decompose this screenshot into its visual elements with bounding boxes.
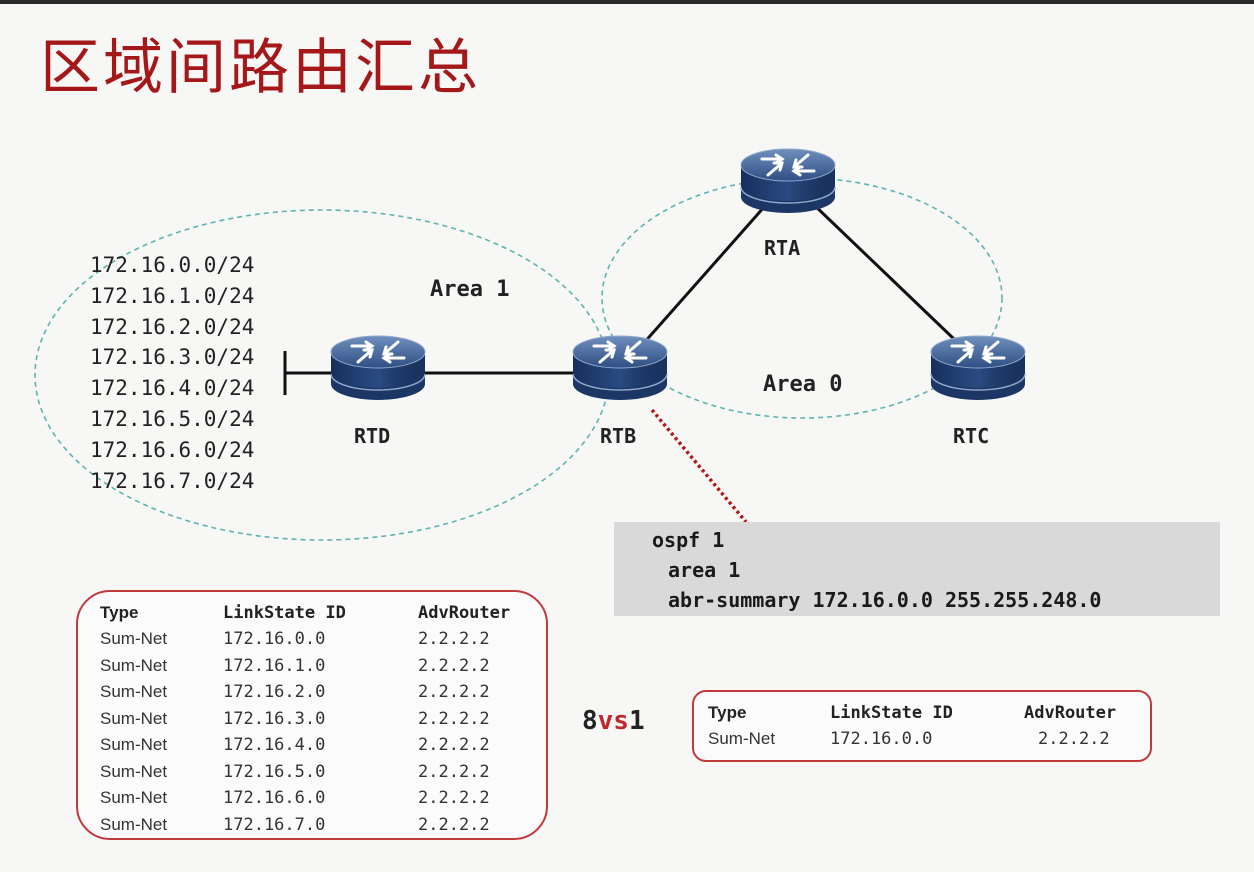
cell-type: Sum-Net bbox=[708, 729, 776, 748]
cell-advrouter: 2.2.2.2 bbox=[418, 682, 490, 702]
prefix-item: 172.16.1.0/24 bbox=[90, 283, 255, 308]
table-row: Sum-Net 172.16.2.0 2.2.2.2 bbox=[78, 679, 546, 705]
cell-type: Sum-Net bbox=[100, 735, 168, 754]
prefix-item: 172.16.6.0/24 bbox=[90, 437, 255, 462]
area-label-0: Area 0 bbox=[763, 372, 843, 397]
column-header: Type bbox=[100, 603, 139, 622]
table-row: Sum-Net 172.16.6.0 2.2.2.2 bbox=[78, 785, 546, 811]
cell-linkstate-id: 172.16.0.0 bbox=[830, 729, 933, 749]
cell-advrouter: 2.2.2.2 bbox=[418, 788, 490, 808]
cell-linkstate-id: 172.16.4.0 bbox=[223, 735, 326, 755]
prefix-item: 172.16.5.0/24 bbox=[90, 406, 255, 431]
cell-advrouter: 2.2.2.2 bbox=[418, 814, 490, 835]
column-header: AdvRouter bbox=[418, 603, 511, 623]
table-row: Sum-Net 172.16.1.0 2.2.2.2 bbox=[78, 653, 546, 679]
link-rta-rtc bbox=[786, 178, 980, 364]
cell-linkstate-id: 172.16.7.0 bbox=[223, 814, 326, 835]
router-label-rta: RTA bbox=[764, 236, 801, 260]
cell-linkstate-id: 172.16.6.0 bbox=[223, 788, 326, 808]
comparison-label: 8vs1 bbox=[582, 706, 645, 736]
cell-linkstate-id: 172.16.3.0 bbox=[223, 708, 326, 729]
cell-advrouter: 2.2.2.2 bbox=[418, 629, 490, 649]
prefix-item: 172.16.3.0/24 bbox=[90, 345, 255, 370]
router-label-rtd: RTD bbox=[354, 424, 391, 448]
config-box: ospf 1 area 1 abr-summary 172.16.0.0 255… bbox=[614, 522, 1220, 616]
table-header: Type LinkState ID AdvRouter bbox=[694, 700, 1150, 726]
column-header: LinkState ID bbox=[223, 603, 346, 623]
config-pointer bbox=[650, 408, 748, 524]
top-border bbox=[0, 0, 1254, 4]
config-line: ospf 1 bbox=[652, 528, 725, 552]
cell-type: Sum-Net bbox=[100, 708, 168, 728]
prefix-item: 172.16.2.0/24 bbox=[90, 314, 255, 339]
router-icon bbox=[739, 147, 837, 215]
cell-linkstate-id: 172.16.5.0 bbox=[223, 761, 326, 782]
column-header: LinkState ID bbox=[830, 703, 953, 723]
page-title: 区域间路由汇总 bbox=[40, 33, 481, 103]
link-rtb-rta bbox=[618, 179, 790, 371]
cell-linkstate-id: 172.16.0.0 bbox=[223, 629, 326, 649]
cell-advrouter: 2.2.2.2 bbox=[418, 708, 490, 729]
count-after: 1 bbox=[628, 706, 645, 736]
cell-type: Sum-Net bbox=[100, 761, 168, 781]
table-header: Type LinkState ID AdvRouter bbox=[78, 600, 546, 626]
router-label-rtb: RTB bbox=[600, 424, 637, 448]
config-line: area 1 bbox=[668, 558, 741, 582]
column-header: Type bbox=[708, 703, 747, 722]
cell-advrouter: 2.2.2.2 bbox=[418, 655, 490, 676]
cell-type: Sum-Net bbox=[100, 788, 168, 807]
router-icon bbox=[329, 334, 427, 402]
table-row: Sum-Net 172.16.0.0 2.2.2.2 bbox=[694, 726, 1150, 752]
table-row: Sum-Net 172.16.4.0 2.2.2.2 bbox=[78, 732, 546, 758]
cell-type: Sum-Net bbox=[100, 814, 168, 834]
cell-linkstate-id: 172.16.1.0 bbox=[223, 655, 326, 676]
prefix-list: 172.16.0.0/24 172.16.1.0/24 172.16.2.0/2… bbox=[90, 250, 254, 496]
prefix-item: 172.16.7.0/24 bbox=[90, 468, 255, 493]
router-icon bbox=[929, 334, 1027, 402]
config-line: abr-summary 172.16.0.0 255.255.248.0 bbox=[668, 588, 1102, 612]
vs-text: vs bbox=[597, 706, 629, 736]
cell-advrouter: 2.2.2.2 bbox=[418, 735, 490, 755]
table-row: Sum-Net 172.16.7.0 2.2.2.2 bbox=[78, 812, 546, 838]
cell-type: Sum-Net bbox=[100, 655, 168, 675]
cell-type: Sum-Net bbox=[100, 682, 168, 701]
cell-type: Sum-Net bbox=[100, 629, 168, 648]
cell-advrouter: 2.2.2.2 bbox=[418, 761, 490, 782]
count-before: 8 bbox=[582, 706, 598, 736]
router-icon bbox=[571, 334, 669, 402]
router-label-rtc: RTC bbox=[953, 424, 990, 448]
column-header: AdvRouter bbox=[1024, 703, 1117, 723]
area-label-1: Area 1 bbox=[430, 277, 510, 302]
cell-linkstate-id: 172.16.2.0 bbox=[223, 682, 326, 702]
cell-advrouter: 2.2.2.2 bbox=[1038, 729, 1110, 749]
prefix-item: 172.16.0.0/24 bbox=[90, 253, 255, 277]
lsdb-table-after: Type LinkState ID AdvRouter Sum-Net 172.… bbox=[692, 690, 1152, 762]
table-row: Sum-Net 172.16.3.0 2.2.2.2 bbox=[78, 706, 546, 732]
lsdb-table-before: Type LinkState ID AdvRouter Sum-Net 172.… bbox=[76, 590, 548, 840]
prefix-item: 172.16.4.0/24 bbox=[90, 376, 255, 401]
table-row: Sum-Net 172.16.0.0 2.2.2.2 bbox=[78, 626, 546, 652]
table-row: Sum-Net 172.16.5.0 2.2.2.2 bbox=[78, 759, 546, 785]
